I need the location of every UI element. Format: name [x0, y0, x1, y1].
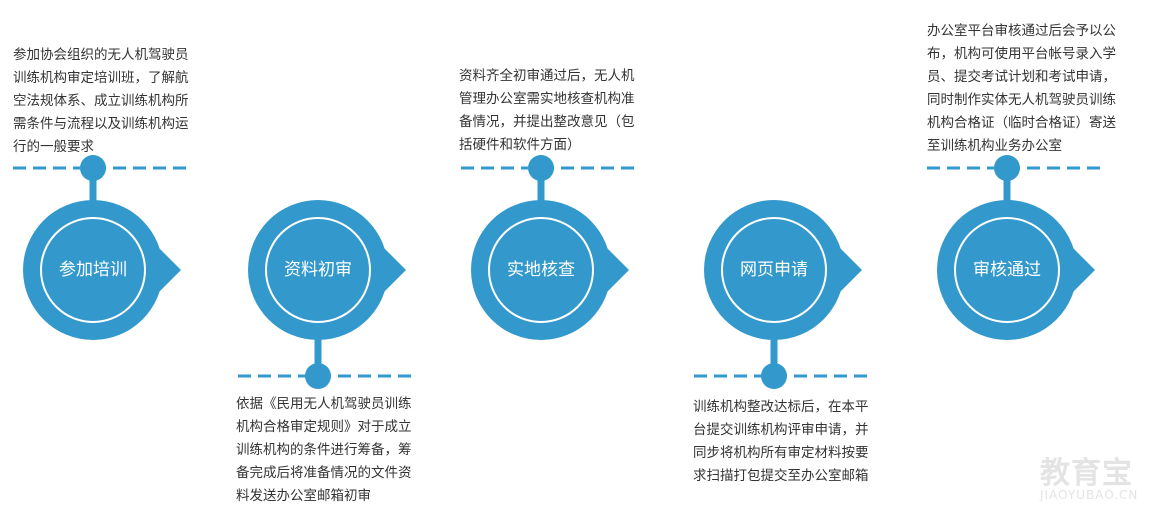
step-5-desc-line: 布，机构可使用平台帐号录入学 — [927, 46, 1116, 62]
step-4-node-dot — [761, 363, 787, 389]
step-5-node-dot — [994, 155, 1020, 181]
step-4-description: 训练机构整改达标后，在本平 台提交训练机构评审申请，并 同步将机构所有审定材料按… — [693, 396, 869, 488]
step-2-node-dot — [305, 363, 331, 389]
step-5-description: 办公室平台审核通过后会予以公 布，机构可使用平台帐号录入学 员、提交考试计划和考… — [927, 20, 1116, 158]
step-5-desc-line: 员、提交考试计划和考试申请， — [927, 69, 1116, 85]
step-1-desc-line: 参加协会组织的无人机驾驶员 — [13, 47, 189, 63]
step-1-node-dot — [80, 155, 106, 181]
step-1-desc-line: 需条件与流程以及训练机构运 — [13, 116, 189, 132]
step-1-circle — [23, 200, 163, 340]
step-3-desc-line: 资料齐全初审通过后，无人机 — [459, 68, 635, 84]
step-1-desc-line: 训练机构审定培训班，了解航 — [13, 70, 189, 86]
step-5-desc-line: 同时制作实体无人机驾驶员训练 — [927, 92, 1116, 108]
step-5-desc-line: 机构合格证（临时合格证）寄送 — [927, 115, 1116, 131]
step-2-inner-ring — [265, 217, 371, 323]
step-5-desc-line: 办公室平台审核通过后会予以公 — [927, 23, 1116, 39]
step-3-circle — [471, 200, 611, 340]
step-2-desc-line: 备完成后将准备情况的文件资 — [236, 465, 412, 481]
step-1-desc-line: 行的一般要求 — [13, 139, 94, 155]
step-3-desc-line: 管理办公室需实地核查机构准 — [459, 91, 635, 107]
step-2-circle — [248, 200, 388, 340]
step-2-desc-line: 训练机构的条件进行筹备，筹 — [236, 442, 412, 458]
step-4-desc-line: 台提交训练机构评审申请，并 — [693, 422, 869, 438]
step-5-circle — [937, 200, 1077, 340]
watermark-url: JIAOYUBAO.CN — [1040, 488, 1139, 502]
step-2-desc-line: 机构合格审定规则》对于成立 — [236, 419, 412, 435]
step-2-label: 资料初审 — [284, 260, 352, 280]
step-4-desc-line: 同步将机构所有审定材料按要 — [693, 445, 869, 461]
step-3-desc-line: 备情况，并提出整改意见（包 — [459, 114, 635, 130]
step-1-label: 参加培训 — [59, 260, 127, 280]
step-2-desc-line: 依据《民用无人机驾驶员训练 — [236, 396, 412, 412]
step-4-circle — [704, 200, 844, 340]
step-3-inner-ring — [488, 217, 594, 323]
step-3-desc-line: 括硬件和软件方面） — [459, 137, 581, 153]
step-3-node-dot — [528, 155, 554, 181]
step-5-inner-ring — [954, 217, 1060, 323]
step-4-label: 网页申请 — [740, 260, 808, 280]
step-4-desc-line: 训练机构整改达标后，在本平 — [693, 399, 869, 415]
step-5-label: 审核通过 — [973, 260, 1041, 280]
step-5-desc-line: 至训练机构业务办公室 — [927, 138, 1062, 154]
step-4-desc-line: 求扫描打包提交至办公室邮箱 — [693, 468, 869, 484]
step-4-inner-ring — [721, 217, 827, 323]
watermark-logo: 教育宝 — [1040, 456, 1133, 491]
step-3-description: 资料齐全初审通过后，无人机 管理办公室需实地核查机构准 备情况，并提出整改意见（… — [459, 65, 635, 157]
step-1-description: 参加协会组织的无人机驾驶员 训练机构审定培训班，了解航 空法规体系、成立训练机构… — [13, 44, 189, 159]
step-2-description: 依据《民用无人机驾驶员训练 机构合格审定规则》对于成立 训练机构的条件进行筹备，… — [236, 393, 412, 508]
step-2-desc-line: 料发送办公室邮箱初审 — [236, 488, 371, 504]
step-3-label: 实地核查 — [507, 260, 575, 280]
step-1-desc-line: 空法规体系、成立训练机构所 — [13, 93, 189, 109]
step-1-inner-ring — [40, 217, 146, 323]
